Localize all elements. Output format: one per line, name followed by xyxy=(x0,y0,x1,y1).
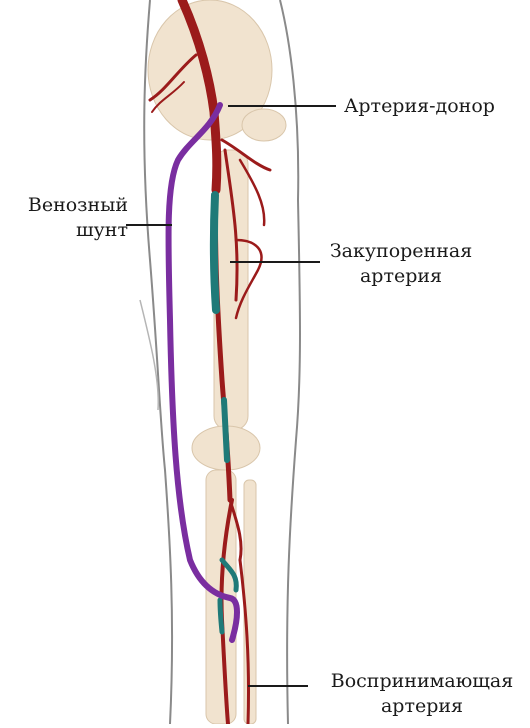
label-blocked-artery-line2: артерия xyxy=(322,264,480,288)
label-donor-artery: Артерия-донор xyxy=(344,94,495,118)
label-blocked-artery-line1: Закупоренная xyxy=(322,239,480,263)
leg-outline-right xyxy=(280,0,300,724)
leg-outline-inner xyxy=(140,300,158,410)
blocked-segment-foot xyxy=(220,600,222,632)
blocked-segment-mid xyxy=(224,400,227,460)
femur-head xyxy=(242,109,286,141)
blocked-segment-upper xyxy=(214,195,216,310)
label-venous-shunt-line2: шунт xyxy=(4,218,128,242)
label-venous-shunt-line1: Венозный xyxy=(4,193,128,217)
label-receiving-artery-line1: Воспринимающая xyxy=(314,669,530,693)
label-receiving-artery-line2: артерия xyxy=(314,694,530,718)
